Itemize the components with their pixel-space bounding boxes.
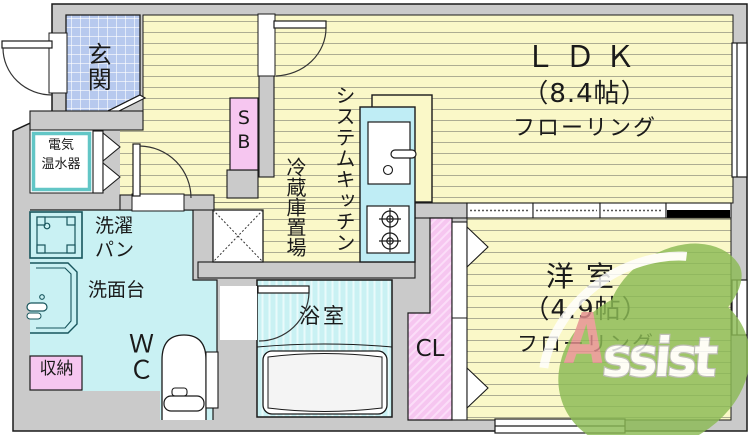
label-fridge-space: 冷蔵庫置場 [283,157,307,257]
folding-door [92,130,121,194]
ldk-floor: フローリング [512,115,657,141]
hall-ldk-door [257,13,327,77]
western-room-size: （4.9帖） [523,295,649,326]
entrance-tile [65,14,147,116]
interior-walls [29,74,468,279]
label-western-room: 洋室 （4.9帖） フローリング [452,262,720,355]
kitchen-unit [359,94,433,263]
bathroom-room [220,279,393,418]
label-wc: ＷＣ [125,331,155,383]
shoe-box [229,97,259,171]
bathroom-door [257,285,310,294]
ldk-size: （8.4帖） [522,78,648,109]
label-water-heater: 電気 温水器 [41,138,81,172]
label-storage: 収納 [39,359,74,379]
stove [366,205,410,254]
label-closet: CL [415,336,445,362]
sliding-partition [466,202,732,219]
washstand [26,262,78,334]
label-bathroom: 浴室 [299,304,347,328]
label-entrance: 玄関 [83,42,112,92]
toilet [161,334,219,420]
faucet [390,149,417,159]
front-door [1,32,68,96]
western-room-name: 洋室 [545,260,626,293]
bathroom-door-opening [220,286,257,340]
label-washstand: 洗面台 [88,279,146,301]
ldk-name: ＬＤＫ [525,40,645,75]
fridge-box [212,209,264,263]
washroom-door [131,143,192,212]
western-room-floor: フローリング [517,331,655,356]
closet [407,217,489,421]
laundry-pan [29,211,83,259]
burners [379,208,401,252]
label-shoe-box: SB [232,107,255,155]
storage-box [29,355,83,391]
label-ldk: ＬＤＫ （8.4帖） フローリング [452,42,718,140]
label-laundry-pan: 洗濯 パン [95,215,134,261]
label-system-kitchen: システムキッチン [332,85,356,253]
